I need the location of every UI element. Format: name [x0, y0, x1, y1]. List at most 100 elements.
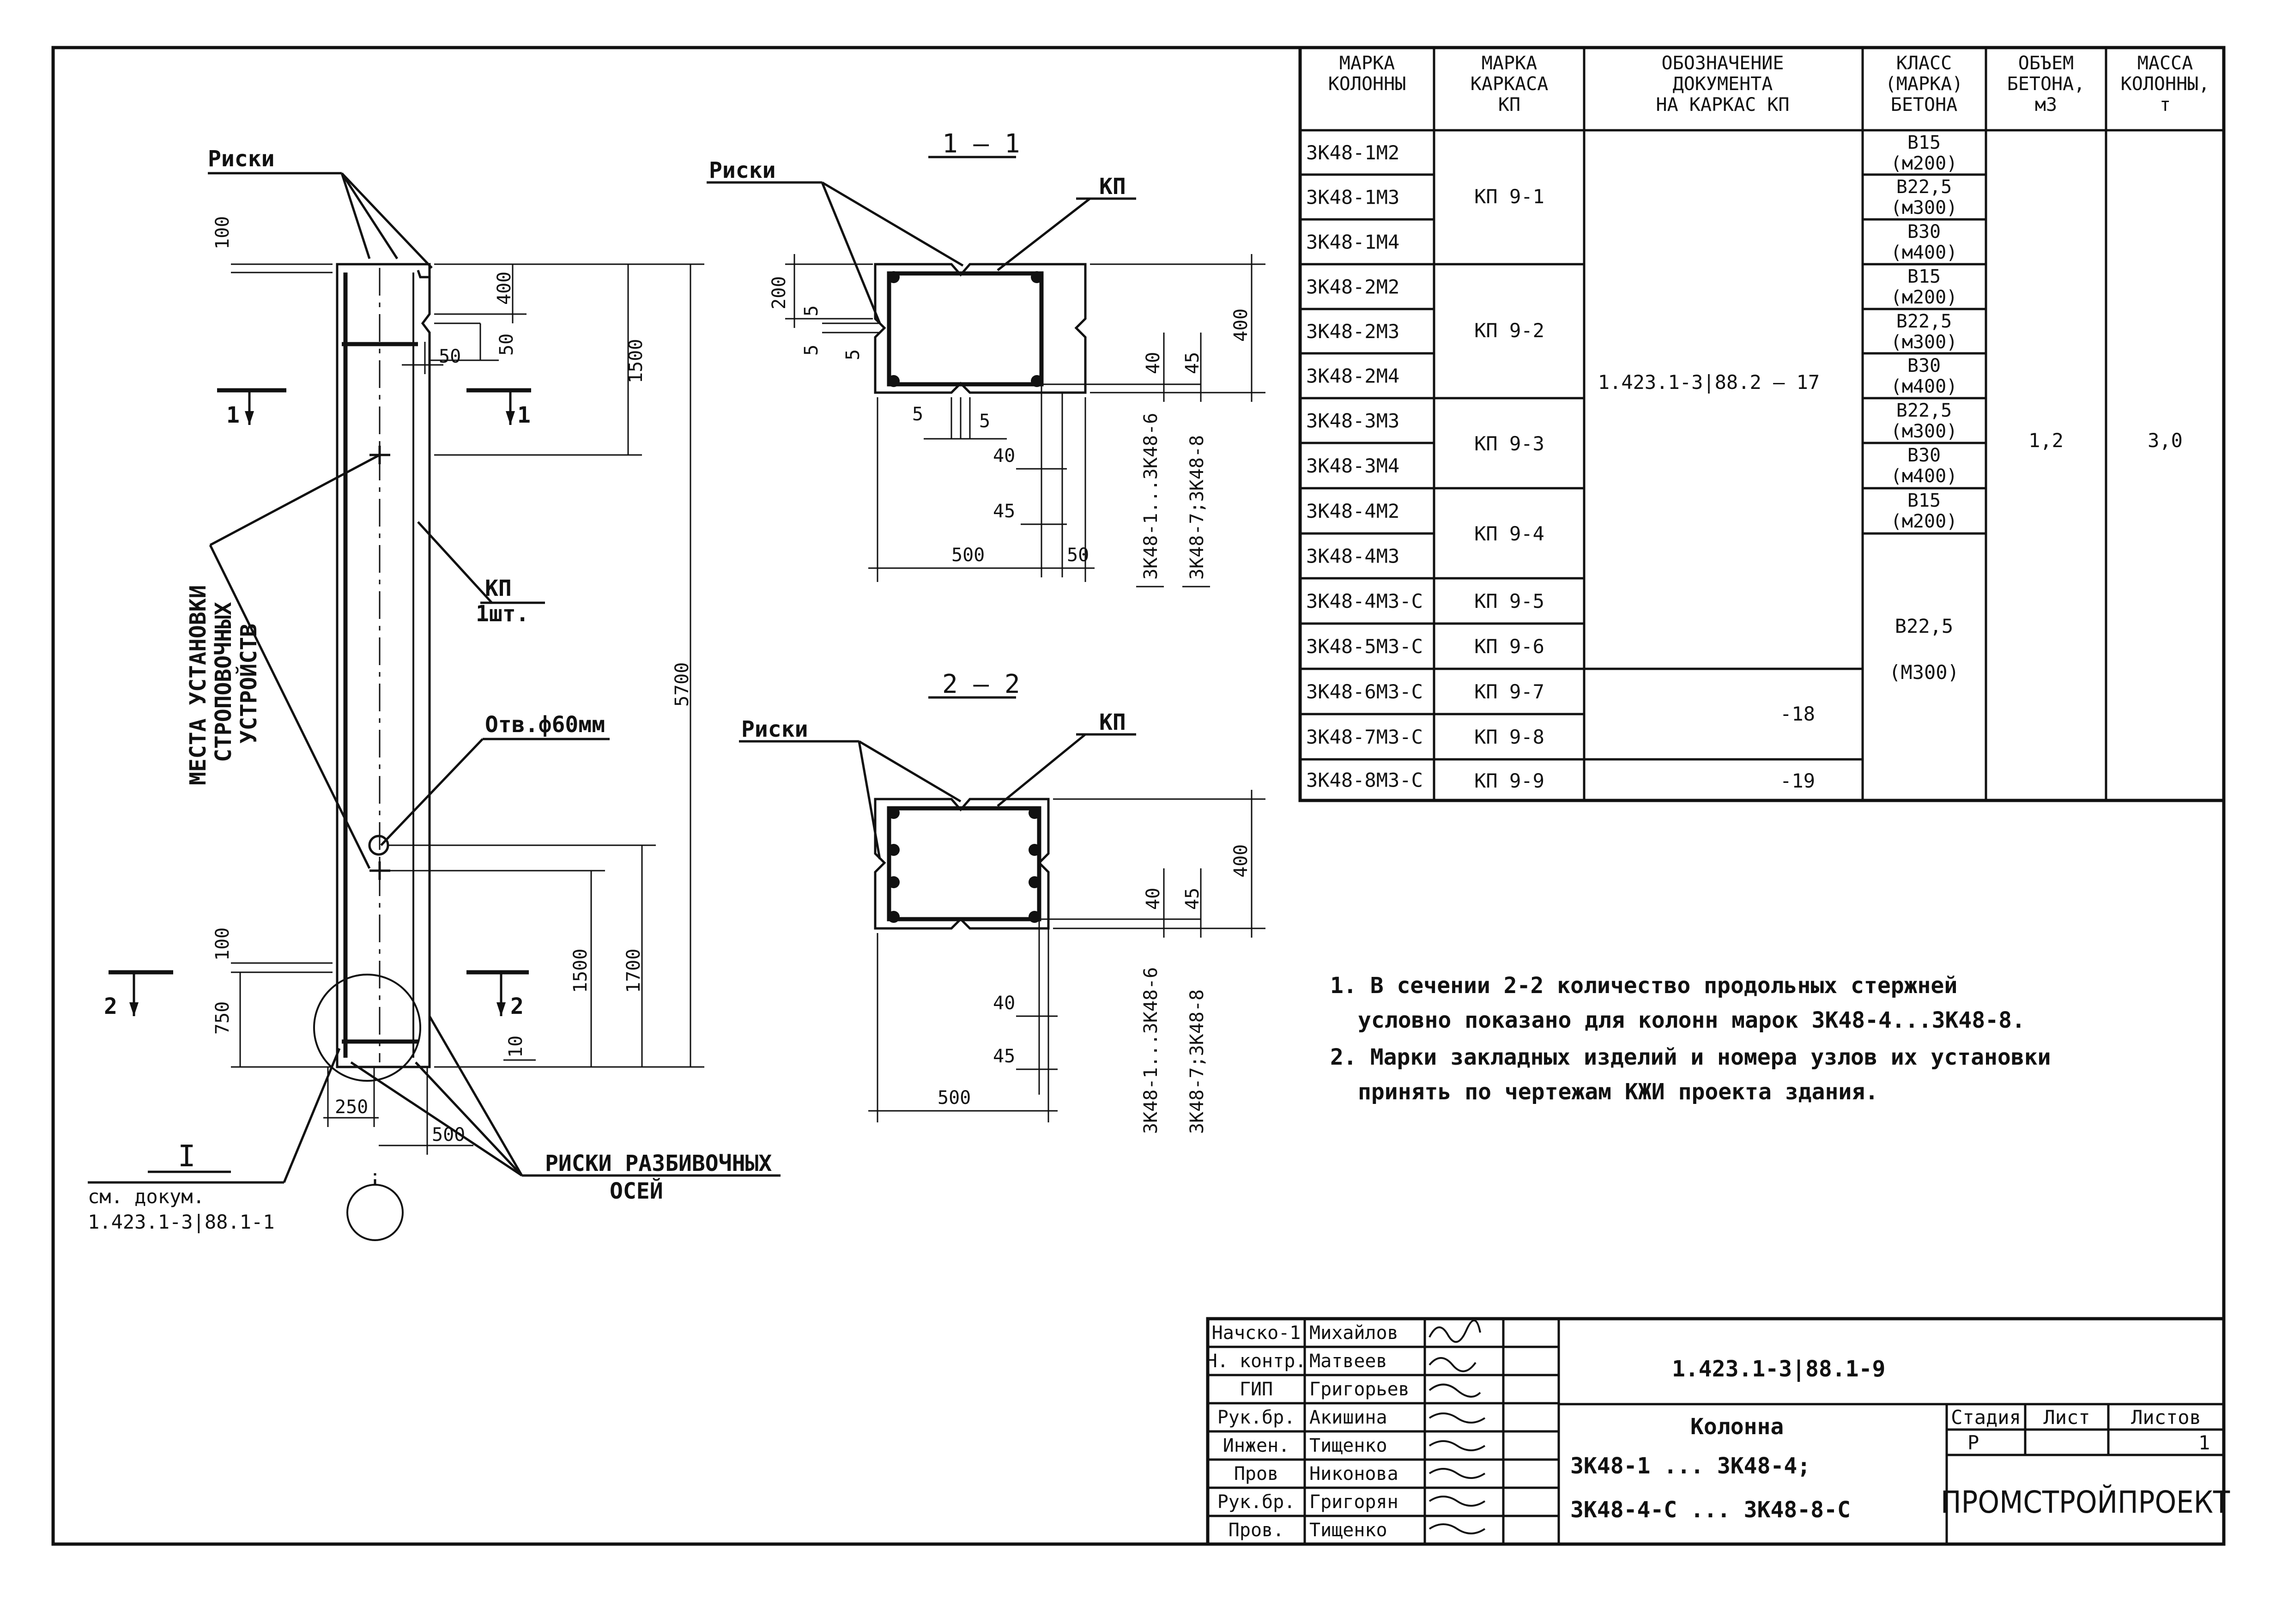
frame-kp9-7: КП 9-7	[1474, 680, 1544, 703]
frame-kp9-3: КП 9-3	[1474, 432, 1544, 455]
dim-100-top: 100	[212, 216, 233, 249]
class-merged-m300: (М300)	[1889, 661, 1959, 684]
frame-kp9-6: КП 9-6	[1474, 635, 1544, 658]
dim-250: 250	[335, 1097, 368, 1118]
sec11-d500: 500	[951, 545, 985, 566]
tb-title-line2: 3К48-1 ... 3К48-4;	[1570, 1453, 1810, 1479]
table-header-0-0: МАРКА	[1339, 53, 1395, 74]
class-1-b: (м300)	[1891, 197, 1958, 218]
mass-value: 3,0	[2148, 429, 2183, 452]
elev-node-label: I	[178, 1139, 196, 1174]
rebar-dot	[1029, 844, 1041, 856]
sec11-d45b: 45	[1182, 352, 1203, 374]
tb-sheet-h: Лист	[2043, 1406, 2090, 1429]
tb-sheets: 1	[2198, 1431, 2210, 1454]
class-7-b: (м400)	[1891, 466, 1958, 487]
column-mark-3: 3К48-2М2	[1306, 276, 1399, 298]
column-mark-11: 3К48-5М3-С	[1306, 635, 1423, 658]
rebar-dot	[888, 911, 900, 923]
sec11-d40b: 40	[1143, 352, 1164, 374]
class-6-a: В22,5	[1896, 400, 1952, 421]
frame-kp9-2: КП 9-2	[1474, 319, 1544, 342]
elev-kp-label: КП	[485, 576, 512, 601]
sec11-title: 1 — 1	[942, 129, 1020, 159]
sec11-kp: КП	[1099, 174, 1126, 200]
rebar-dot	[1029, 911, 1041, 923]
class-3-a: В15	[1907, 266, 1941, 287]
table-header-3-1: (МАРКА)	[1885, 73, 1963, 95]
class-5-b: (м400)	[1891, 376, 1958, 397]
tb-org: ПРОМСТРОЙПРОЕКТ	[1941, 1484, 2230, 1520]
class-merged-b22: В22,5	[1895, 615, 1953, 637]
column-mark-9: 3К48-4М3	[1306, 545, 1399, 568]
tb-name-1: Матвеев	[1309, 1351, 1387, 1372]
class-2-b: (м400)	[1891, 242, 1958, 263]
class-5-a: В30	[1907, 355, 1941, 376]
doc-ref-17: 1.423.1-3|88.2 — 17	[1598, 371, 1820, 394]
sec22-d40: 40	[993, 993, 1015, 1014]
sec11-d5b: 5	[801, 345, 822, 356]
table-header-3-2: БЕТОНА	[1891, 94, 1958, 115]
tb-name-5: Никонова	[1309, 1463, 1398, 1485]
sec22-vlabel1: 3К48-1...3К48-6	[1140, 967, 1162, 1134]
tb-name-2: Григорьев	[1309, 1379, 1410, 1400]
sec22-vlabel2: 3К48-7;3К48-8	[1186, 989, 1208, 1134]
elev-sec2-right: 2	[510, 994, 524, 1019]
elev-lifting-line1: МЕСТА УСТАНОВКИ	[185, 585, 211, 785]
column-elevation: Риски 1 1 2 2 КП 1шт. Отв.ф60мм МЕСТА УС…	[88, 146, 781, 1241]
tb-title-line3: 3К48-4-С ... 3К48-8-С	[1570, 1497, 1851, 1523]
notes-block: 1. В сечении 2-2 количество продольных с…	[1330, 973, 2051, 1105]
frame-kp9-5: КП 9-5	[1474, 590, 1544, 612]
rebar-dot	[1031, 375, 1043, 387]
class-0-b: (м200)	[1891, 153, 1958, 174]
sec11-d40: 40	[993, 445, 1015, 467]
section-1-1: 1 — 1 Риски КП 200 5 5 5 5 5 40 45 400 4…	[707, 129, 1265, 588]
sec11-d45: 45	[993, 501, 1015, 522]
class-8-a: В15	[1907, 490, 1941, 511]
column-mark-2: 3К48-1М4	[1306, 231, 1399, 254]
dim-750: 750	[212, 1001, 233, 1035]
tb-sheets-h: Листов	[2131, 1406, 2201, 1429]
class-0-a: В15	[1907, 132, 1941, 153]
table-header-3-0: КЛАСС	[1896, 53, 1952, 74]
sec11-d5a: 5	[801, 305, 822, 316]
column-mark-1: 3К48-1М3	[1306, 186, 1399, 209]
tb-name-7: Тищенко	[1309, 1520, 1387, 1541]
tb-stage: Р	[1967, 1431, 1979, 1454]
signatures	[1428, 1319, 1486, 1534]
table-header-0-1: КОЛОННЫ	[1328, 73, 1406, 95]
table-header-4-1: БЕТОНА,	[2007, 73, 2085, 95]
sec11-d5d: 5	[912, 404, 923, 425]
table-header-5-0: МАССА	[2137, 53, 2193, 74]
dim-1500-bot: 1500	[570, 949, 591, 993]
tb-name-3: Акишина	[1309, 1407, 1387, 1428]
frame-kp9-4: КП 9-4	[1474, 522, 1544, 545]
rebar-dot	[888, 375, 900, 387]
note-2-line1: 2. Марки закладных изделий и номера узло…	[1330, 1044, 2051, 1070]
column-mark-14: 3К48-8М3-С	[1306, 769, 1423, 792]
sec22-d40b: 40	[1143, 888, 1164, 910]
dim-10: 10	[505, 1036, 527, 1058]
tb-role-1: Н. контр.	[1206, 1351, 1307, 1372]
elev-sec1-left: 1	[226, 402, 240, 428]
doc-ref-18: -18	[1780, 703, 1815, 725]
elev-lifting-line2: СТРОПОВОЧНЫХ	[211, 602, 236, 762]
tb-stage-h: Стадия	[1951, 1406, 2021, 1429]
frame-kp9-8: КП 9-8	[1474, 726, 1544, 748]
sec11-d5c: 5	[842, 349, 864, 360]
dim-5700: 5700	[672, 662, 693, 707]
tb-name-0: Михайлов	[1309, 1322, 1398, 1344]
elev-riski-label: Риски	[208, 146, 275, 172]
dim-50-b: 50	[496, 333, 517, 356]
sec11-d50: 50	[1067, 545, 1089, 566]
table-header-5-2: т	[2160, 94, 2171, 115]
column-mark-7: 3К48-3М4	[1306, 454, 1399, 477]
tb-role-2: ГИП	[1240, 1379, 1273, 1400]
sec22-d45b: 45	[1182, 888, 1203, 910]
sec11-vlabel2: 3К48-7;3К48-8	[1186, 435, 1208, 580]
sec22-d45: 45	[993, 1046, 1015, 1067]
note-1-line2: условно показано для колонн марок 3К48-4…	[1358, 1007, 2025, 1033]
dim-50-a: 50	[439, 346, 461, 367]
elev-axes-line1: РИСКИ РАЗБИВОЧНЫХ	[545, 1151, 772, 1176]
